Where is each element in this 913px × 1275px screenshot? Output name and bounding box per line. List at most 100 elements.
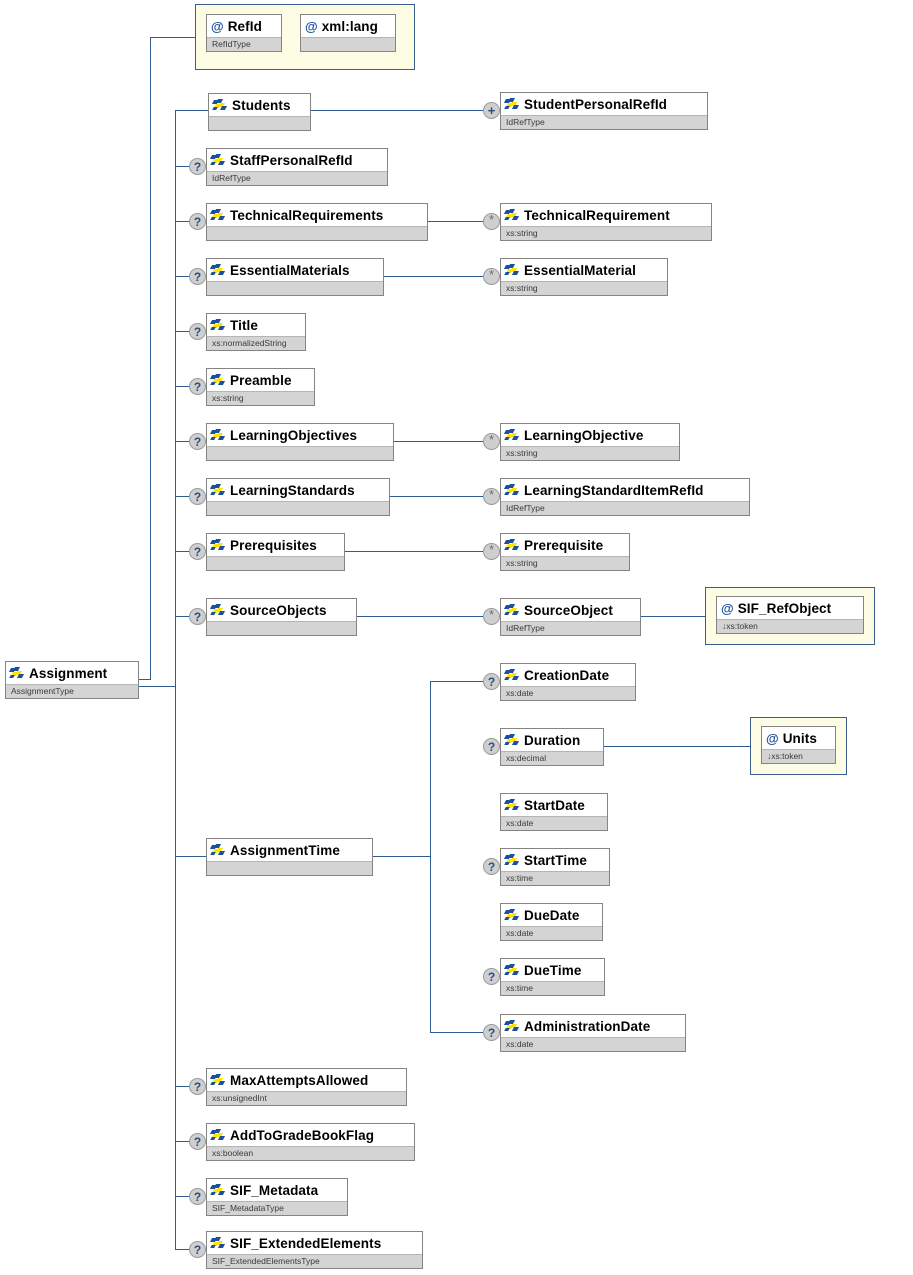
marker-optional-starttime: ? [483, 858, 500, 875]
node-technicalrequirement[interactable]: TechnicalRequirement xs:string [500, 203, 712, 241]
node-attr-sifrefobject[interactable]: @ SIF_RefObject ↓xs:token [716, 596, 864, 634]
node-learningobjectives[interactable]: LearningObjectives [206, 423, 394, 461]
element-sparkle-icon [209, 1073, 226, 1087]
node-technicalrequirements[interactable]: TechnicalRequirements [206, 203, 428, 241]
node-studentpersonalrefid-label: StudentPersonalRefId [524, 96, 668, 112]
element-sparkle-icon [211, 98, 228, 112]
node-studentpersonalrefid[interactable]: StudentPersonalRefId IdRefType [500, 92, 708, 130]
node-prerequisites-label: Prerequisites [230, 537, 317, 553]
node-prerequisites[interactable]: Prerequisites [206, 533, 345, 571]
node-sourceobjects[interactable]: SourceObjects [206, 598, 357, 636]
marker-zero-or-more-learningobjective: * [483, 433, 500, 450]
element-sparkle-icon [503, 733, 520, 747]
node-attr-xmllang-type [301, 37, 395, 51]
node-learningstandarditemrefid[interactable]: LearningStandardItemRefId IdRefType [500, 478, 750, 516]
node-students[interactable]: Students [208, 93, 311, 131]
node-sifextendedelements-header: SIF_ExtendedElements [207, 1232, 422, 1254]
node-sourceobject-header: SourceObject [501, 599, 640, 621]
node-sourceobject-label: SourceObject [524, 602, 613, 618]
node-students-header: Students [209, 94, 310, 116]
node-prerequisite-header: Prerequisite [501, 534, 629, 556]
element-sparkle-icon [503, 208, 520, 222]
node-attr-xmllang[interactable]: @ xml:lang [300, 14, 396, 52]
node-learningobjective[interactable]: LearningObjective xs:string [500, 423, 680, 461]
marker-optional-duration: ? [483, 738, 500, 755]
element-sparkle-icon [503, 853, 520, 867]
node-learningstandards[interactable]: LearningStandards [206, 478, 390, 516]
marker-optional-addtogradebookflag: ? [189, 1133, 206, 1150]
node-assignmenttime[interactable]: AssignmentTime [206, 838, 373, 876]
marker-optional-sifextendedelements: ? [189, 1241, 206, 1258]
node-preamble-label: Preamble [230, 372, 292, 388]
connector-child-technicalrequirements [175, 221, 189, 222]
node-starttime[interactable]: StartTime xs:time [500, 848, 610, 886]
node-administrationdate[interactable]: AdministrationDate xs:date [500, 1014, 686, 1052]
node-staffpersonalrefid[interactable]: StaffPersonalRefId IdRefType [206, 148, 388, 186]
marker-optional-duetime: ? [483, 968, 500, 985]
node-attr-refid[interactable]: @ RefId RefIdType [206, 14, 282, 52]
node-startdate[interactable]: StartDate xs:date [500, 793, 608, 831]
node-sifmetadata[interactable]: SIF_Metadata SIF_MetadataType [206, 1178, 348, 1216]
node-duedate[interactable]: DueDate xs:date [500, 903, 603, 941]
connector-technicalrequirements-to-technicalrequirement [428, 221, 483, 222]
node-technicalrequirement-label: TechnicalRequirement [524, 207, 670, 223]
node-addtogradebookflag-type: xs:boolean [207, 1146, 414, 1160]
element-sparkle-icon [209, 208, 226, 222]
connector-learningobjectives-to-learningobjective [394, 441, 483, 442]
node-sifextendedelements[interactable]: SIF_ExtendedElements SIF_ExtendedElement… [206, 1231, 423, 1269]
node-duration[interactable]: Duration xs:decimal [500, 728, 604, 766]
node-sourceobjects-type [207, 621, 356, 635]
node-sourceobject[interactable]: SourceObject IdRefType [500, 598, 641, 636]
node-learningobjective-header: LearningObjective [501, 424, 679, 446]
node-sifextendedelements-type: SIF_ExtendedElementsType [207, 1254, 422, 1268]
node-creationdate[interactable]: CreationDate xs:date [500, 663, 636, 701]
element-sparkle-icon [209, 483, 226, 497]
element-sparkle-icon [209, 1183, 226, 1197]
node-duetime[interactable]: DueTime xs:time [500, 958, 605, 996]
node-addtogradebookflag[interactable]: AddToGradeBookFlag xs:boolean [206, 1123, 415, 1161]
node-essentialmaterials[interactable]: EssentialMaterials [206, 258, 384, 296]
node-learningstandards-header: LearningStandards [207, 479, 389, 501]
connector-child-learningobjectives [175, 441, 189, 442]
connector-child-title [175, 331, 189, 332]
node-assignment[interactable]: Assignment AssignmentType [5, 661, 139, 699]
node-title[interactable]: Title xs:normalizedString [206, 313, 306, 351]
node-preamble[interactable]: Preamble xs:string [206, 368, 315, 406]
node-title-type: xs:normalizedString [207, 336, 305, 350]
connector-root-to-element-spine [139, 686, 176, 687]
node-assignmenttime-header: AssignmentTime [207, 839, 372, 861]
node-title-header: Title [207, 314, 305, 336]
node-prerequisites-header: Prerequisites [207, 534, 344, 556]
node-duetime-label: DueTime [524, 962, 582, 978]
node-essentialmaterial[interactable]: EssentialMaterial xs:string [500, 258, 668, 296]
element-sparkle-icon [503, 798, 520, 812]
node-attr-units-type: ↓xs:token [762, 749, 835, 763]
marker-optional-title: ? [189, 323, 206, 340]
node-studentpersonalrefid-header: StudentPersonalRefId [501, 93, 707, 115]
node-learningstandarditemrefid-type: IdRefType [501, 501, 749, 515]
element-sparkle-icon [503, 97, 520, 111]
node-attr-sifrefobject-type: ↓xs:token [717, 619, 863, 633]
node-essentialmaterial-label: EssentialMaterial [524, 262, 637, 278]
node-attr-units[interactable]: @ Units ↓xs:token [761, 726, 836, 764]
connector-child-essentialmaterials [175, 276, 189, 277]
node-sifmetadata-header: SIF_Metadata [207, 1179, 347, 1201]
marker-optional-learningstandards: ? [189, 488, 206, 505]
element-sparkle-icon [503, 263, 520, 277]
node-prerequisite[interactable]: Prerequisite xs:string [500, 533, 630, 571]
node-prerequisite-type: xs:string [501, 556, 629, 570]
node-essentialmaterials-label: EssentialMaterials [230, 262, 350, 278]
element-sparkle-icon [503, 603, 520, 617]
node-startdate-type: xs:date [501, 816, 607, 830]
connector-sourceobject-to-sifrefobject [641, 616, 705, 617]
node-addtogradebookflag-header: AddToGradeBookFlag [207, 1124, 414, 1146]
node-learningstandarditemrefid-label: LearningStandardItemRefId [524, 482, 704, 498]
node-learningobjectives-type [207, 446, 393, 460]
node-attr-refid-label: RefId [227, 18, 262, 34]
node-technicalrequirements-label: TechnicalRequirements [230, 207, 384, 223]
node-maxattemptsallowed[interactable]: MaxAttemptsAllowed xs:unsignedInt [206, 1068, 407, 1106]
marker-optional-preamble: ? [189, 378, 206, 395]
element-sparkle-icon [503, 963, 520, 977]
node-preamble-type: xs:string [207, 391, 314, 405]
marker-optional-technicalrequirements: ? [189, 213, 206, 230]
